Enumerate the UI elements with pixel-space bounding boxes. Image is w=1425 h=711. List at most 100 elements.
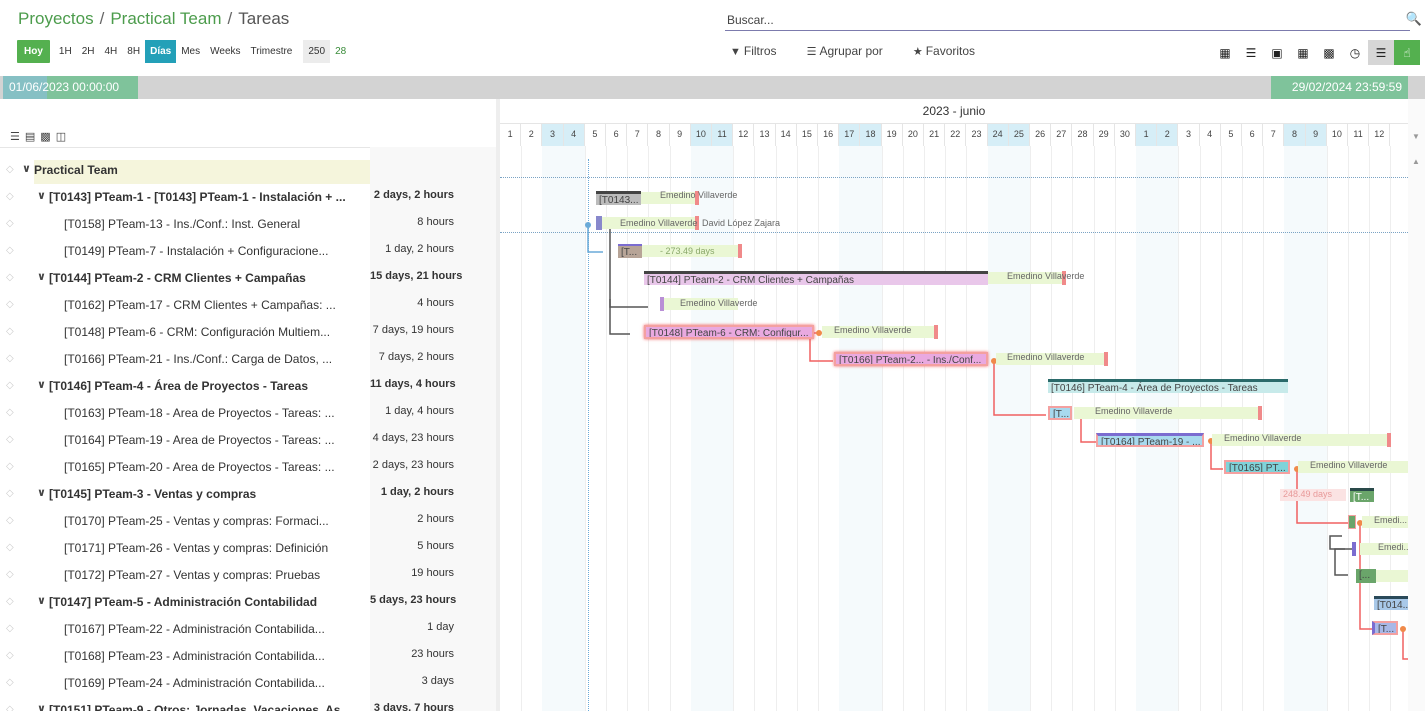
row-t0169[interactable]: ◇ [T0169] PTeam-24 - Administración Cont… (0, 670, 497, 697)
print-icon[interactable]: ◫ (55, 131, 67, 143)
chart-icon[interactable]: ▩ (40, 131, 51, 143)
row-name: [T0169] PTeam-24 - Administración Contab… (64, 676, 325, 690)
scale-month-button[interactable]: Mes (181, 46, 201, 57)
gantt-bar-t0144[interactable]: [T0144] PTeam-2 - CRM Clientes + Campaña… (644, 271, 988, 285)
breadcrumb-projects[interactable]: Proyectos (18, 9, 94, 28)
weekend-column (839, 146, 861, 711)
chevron-down-icon[interactable]: ∨ (37, 190, 46, 202)
gantt-bar-t0172[interactable]: [... (1356, 569, 1376, 583)
row-t0143[interactable]: ◇ ∨ [T0143] PTeam-1 - [T0143] PTeam-1 - … (0, 184, 497, 211)
day-cell: 16 (818, 124, 840, 146)
chevron-down-icon[interactable]: ∨ (37, 487, 46, 499)
row-t0167[interactable]: ◇ [T0167] PTeam-22 - Administración Cont… (0, 616, 497, 643)
row-t0170[interactable]: ◇ [T0170] PTeam-25 - Ventas y compras: F… (0, 508, 497, 535)
scroll-down-icon[interactable]: ▼ (1412, 132, 1420, 141)
row-t0172[interactable]: ◇ [T0172] PTeam-27 - Ventas y compras: P… (0, 562, 497, 589)
gantt-bar-t0164[interactable]: [T0164] PTeam-19 - ... (1096, 433, 1204, 447)
diamond-icon: ◇ (6, 650, 14, 661)
row-t0164[interactable]: ◇ [T0164] PTeam-19 - Area de Proyectos -… (0, 427, 497, 454)
search-input[interactable] (725, 11, 1395, 29)
gantt-bar-t0145[interactable]: [T... (1350, 488, 1374, 502)
weekend-column (712, 146, 734, 711)
scale-days-button[interactable]: Días (145, 40, 177, 63)
gantt-bar-t0170[interactable] (1348, 515, 1356, 529)
group-by-label: Agrupar por (819, 44, 883, 58)
record-count-secondary[interactable]: 28 (335, 46, 347, 57)
row-t0146[interactable]: ◇ ∨ [T0146] PTeam-4 - Área de Proyectos … (0, 373, 497, 400)
group-by-button[interactable]: ☰Agrupar por (807, 44, 883, 58)
gantt-bar-t0147[interactable]: [T014... (1374, 596, 1408, 610)
scale-2h-button[interactable]: 2H (81, 46, 95, 57)
weekend-column (1008, 146, 1030, 711)
row-name: [T0172] PTeam-27 - Ventas y compras: Pru… (64, 568, 321, 582)
gantt-bar-t0158[interactable] (596, 216, 602, 230)
gantt-bar-t0165[interactable]: [T0165] PT... (1224, 460, 1290, 474)
date-range-slider[interactable]: 01/06/2023 00:00:00 29/02/2024 23:59:59 (0, 76, 1425, 99)
row-t0158[interactable]: ◇ [T0158] PTeam-13 - Ins./Conf.: Inst. G… (0, 211, 497, 238)
gantt-bar-t0148[interactable]: [T0148] PTeam-6 - CRM: Configur... (644, 325, 814, 339)
row-t0148[interactable]: ◇ [T0148] PTeam-6 - CRM: Configuración M… (0, 319, 497, 346)
day-cell: 24 (987, 124, 1009, 146)
pivot-view-icon[interactable]: ▦ (1297, 45, 1309, 60)
gantt-bar-t0166[interactable]: [T0166] PTeam-2... - Ins./Conf... (834, 352, 988, 366)
favorites-button[interactable]: ★Favoritos (913, 44, 975, 58)
row-name: [T0170] PTeam-25 - Ventas y compras: For… (64, 514, 329, 528)
row-t0163[interactable]: ◇ [T0163] PTeam-18 - Area de Proyectos -… (0, 400, 497, 427)
list-view-icon[interactable]: ☰ (1245, 45, 1257, 60)
row-t0162[interactable]: ◇ [T0162] PTeam-17 - CRM Clientes + Camp… (0, 292, 497, 319)
gantt-view-icon[interactable]: ☰ (1368, 40, 1394, 65)
filters-button[interactable]: ▼Filtros (730, 44, 777, 58)
gantt-bar-t0171[interactable] (1352, 542, 1356, 556)
diamond-icon: ◇ (6, 272, 14, 283)
gantt-bar-t0143[interactable]: [T0143... (596, 191, 641, 205)
row-t0149[interactable]: ◇ [T0149] PTeam-7 - Instalación + Config… (0, 238, 497, 265)
activity-view-icon[interactable]: ◷ (1349, 45, 1361, 60)
scale-1h-button[interactable]: 1H (58, 46, 72, 57)
vertical-scrollbar[interactable]: ▲ ▼ (1408, 99, 1425, 711)
today-button[interactable]: Hoy (17, 40, 50, 63)
row-t0165[interactable]: ◇ [T0165] PTeam-20 - Area de Proyectos -… (0, 454, 497, 481)
gantt-bar-t0149[interactable]: [T... (618, 244, 642, 258)
search-icon[interactable]: 🔍 (1405, 11, 1422, 26)
scroll-up-icon[interactable]: ▲ (1412, 157, 1420, 166)
scale-4h-button[interactable]: 4H (104, 46, 118, 57)
gantt-bar-t0146[interactable]: [T0146] PTeam-4 - Área de Proyectos - Ta… (1048, 379, 1288, 393)
row-group-practical-team[interactable]: ◇ ∨ Practical Team (0, 157, 497, 184)
gantt-bar-t0167[interactable]: [T... (1372, 621, 1398, 635)
range-start-handle[interactable]: 01/06/2023 00:00:00 (3, 76, 138, 99)
row-duration: 5 hours (417, 540, 454, 552)
breadcrumb-project[interactable]: Practical Team (110, 9, 222, 28)
row-t0144[interactable]: ◇ ∨ [T0144] PTeam-2 - CRM Clientes + Cam… (0, 265, 497, 292)
scale-8h-button[interactable]: 8H (127, 46, 141, 57)
grid-splitter[interactable] (496, 99, 500, 711)
chevron-down-icon[interactable]: ∨ (37, 379, 46, 391)
range-end-handle[interactable]: 29/02/2024 23:59:59 (1271, 76, 1408, 99)
row-t0171[interactable]: ◇ [T0171] PTeam-26 - Ventas y compras: D… (0, 535, 497, 562)
graph-view-icon[interactable]: ▩ (1323, 45, 1335, 60)
row-t0166[interactable]: ◇ [T0166] PTeam-21 - Ins./Conf.: Carga d… (0, 346, 497, 373)
day-gridline (818, 146, 819, 711)
scale-quarter-button[interactable]: Trimestre (250, 46, 293, 57)
row-t0151[interactable]: ◇ ∨ [T0151] PTeam-9 - Otros: Jornadas, V… (0, 697, 497, 711)
scale-weeks-button[interactable]: Weeks (210, 46, 241, 57)
row-t0145[interactable]: ◇ ∨ [T0145] PTeam-3 - Ventas y compras 1… (0, 481, 497, 508)
chevron-down-icon[interactable]: ∨ (37, 595, 46, 607)
hand-icon[interactable]: ☝ (1394, 40, 1420, 65)
record-count[interactable]: 250 (303, 40, 331, 63)
chevron-down-icon[interactable]: ∨ (22, 163, 31, 175)
search-filters: ▼Filtros ☰Agrupar por ★Favoritos (730, 44, 975, 58)
gantt-bar-t0162[interactable] (660, 297, 664, 311)
chevron-down-icon[interactable]: ∨ (37, 271, 46, 283)
row-t0147[interactable]: ◇ ∨ [T0147] PTeam-5 - Administración Con… (0, 589, 497, 616)
day-cell: 9 (1305, 124, 1327, 146)
chevron-down-icon[interactable]: ∨ (37, 703, 46, 711)
day-cell: 27 (1051, 124, 1073, 146)
calendar-view-icon[interactable]: ▣ (1271, 45, 1283, 60)
diamond-icon: ◇ (6, 245, 14, 256)
gantt-bar-t0163[interactable]: [T... (1048, 406, 1072, 420)
document-icon[interactable]: ▤ (24, 131, 36, 143)
row-t0168[interactable]: ◇ [T0168] PTeam-23 - Administración Cont… (0, 643, 497, 670)
kanban-view-icon[interactable]: ▦ (1219, 45, 1231, 60)
list-icon[interactable]: ☰ (10, 131, 20, 143)
